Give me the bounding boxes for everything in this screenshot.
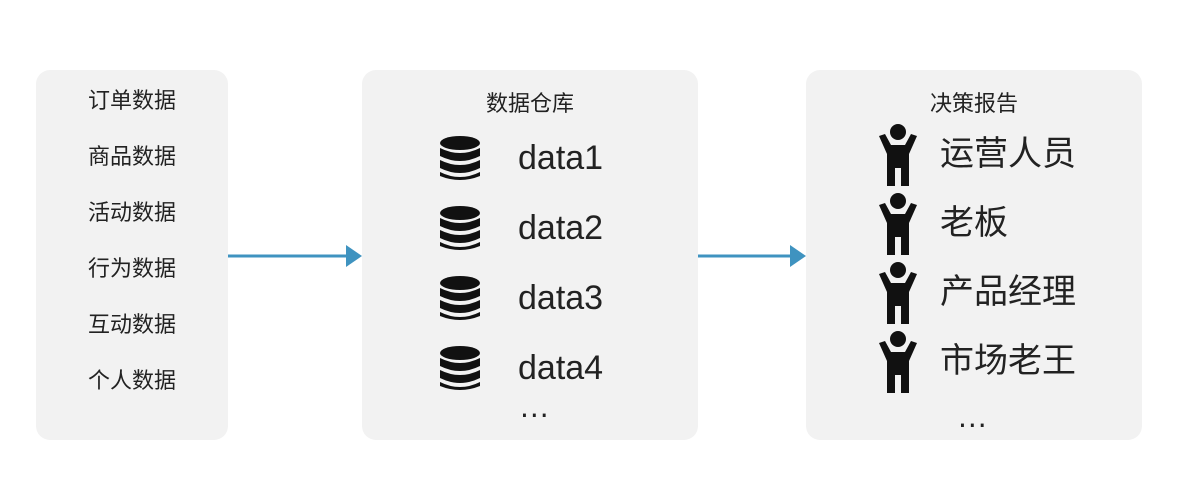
- person-icon: [879, 262, 917, 324]
- reports-title: 决策报告: [929, 92, 1018, 117]
- flow-arrow-warehouse-to-reports: [698, 245, 806, 267]
- audience-item: 产品经理: [876, 262, 1076, 331]
- warehouse-item: data4: [438, 344, 603, 414]
- warehouse-item: data1: [438, 134, 603, 204]
- person-icon: [879, 124, 917, 186]
- warehouse-list: data1 data2 data3: [438, 134, 603, 414]
- data-source-item: 个人数据: [87, 369, 176, 394]
- data-warehouse-panel: 数据仓库 data1 data2: [362, 70, 698, 440]
- audience-label: 老板: [940, 203, 1008, 243]
- data-sources-list: 订单数据 商品数据 活动数据 行为数据 互动数据 个人数据: [36, 86, 228, 422]
- data-source-item: 订单数据: [87, 89, 176, 114]
- warehouse-ellipsis: ...: [520, 391, 550, 424]
- flow-arrow-sources-to-warehouse: [228, 245, 362, 267]
- warehouse-item-label: data1: [518, 139, 604, 177]
- database-icon: [440, 136, 480, 180]
- reports-audience-list: 运营人员 老板 产品经理 市场老王: [876, 124, 1076, 400]
- decision-reports-panel: 决策报告 运营人员 老板 产品经理: [806, 70, 1142, 440]
- audience-label: 运营人员: [940, 134, 1076, 174]
- warehouse-title: 数据仓库: [485, 92, 574, 117]
- audience-label: 产品经理: [940, 272, 1076, 312]
- database-icon: [440, 206, 480, 250]
- data-source-item: 互动数据: [87, 313, 176, 338]
- database-icon: [440, 276, 480, 320]
- data-sources-panel: 订单数据 商品数据 活动数据 行为数据 互动数据 个人数据: [36, 70, 228, 440]
- warehouse-item-label: data2: [518, 209, 604, 247]
- person-icon: [879, 331, 917, 393]
- data-source-item: 行为数据: [87, 257, 176, 282]
- data-source-item: 活动数据: [87, 201, 176, 226]
- database-icon: [440, 346, 480, 390]
- audience-item: 老板: [876, 193, 1076, 262]
- warehouse-item: data2: [438, 204, 603, 274]
- audience-label: 市场老王: [940, 341, 1076, 381]
- audience-item: 市场老王: [876, 331, 1076, 400]
- audience-item: 运营人员: [876, 124, 1076, 193]
- data-source-item: 商品数据: [87, 145, 176, 170]
- reports-ellipsis: ...: [958, 401, 988, 434]
- person-icon: [879, 193, 917, 255]
- warehouse-item-label: data4: [518, 349, 604, 387]
- warehouse-item-label: data3: [518, 279, 604, 317]
- warehouse-item: data3: [438, 274, 603, 344]
